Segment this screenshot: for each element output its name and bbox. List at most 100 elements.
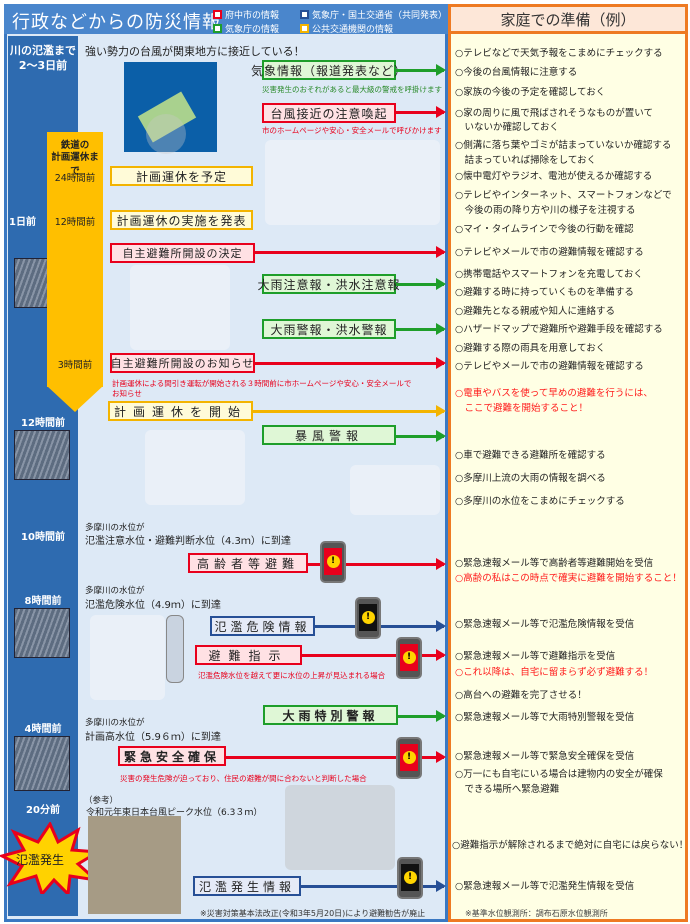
- rain-illustration: [14, 736, 70, 791]
- arrow-yellow: [253, 405, 446, 417]
- rail-time: 24時間前: [54, 173, 96, 184]
- legend-swatch: [213, 10, 222, 19]
- time-label: 8時間前: [24, 596, 62, 607]
- flood-scene-illustration: [88, 816, 181, 914]
- storm-warning-box: 暴風警報: [262, 425, 396, 445]
- prep-item: ○避難する際の雨具を用意しておく: [455, 343, 606, 354]
- caption: お知らせ: [112, 389, 142, 398]
- arrow-red: [226, 751, 446, 763]
- water-level-sign: [166, 615, 184, 683]
- elderly-evacuation-box: 高齢者等避難: [188, 553, 308, 573]
- time-label: 4時間前: [24, 724, 62, 735]
- prep-item: ○家族の今後の予定を確認しておく: [455, 87, 606, 98]
- legend-joint: 気象庁・国土交通省（共同発表）: [300, 8, 447, 21]
- arrow-red: [255, 246, 446, 258]
- prep-item: ○緊急速報メール等で氾濫危険情報を受信: [455, 619, 635, 630]
- advisory-box: 大雨注意報・洪水注意報: [258, 274, 400, 294]
- phone-alert-icon: !: [396, 737, 422, 779]
- water-level-text: 氾濫危険水位（4.9ｍ）に到達: [85, 600, 221, 611]
- page-title: 行政などからの防災情報: [12, 12, 221, 33]
- prep-item: ○テレビやメールで市の避難情報を確認する: [455, 247, 644, 258]
- prep-item: ○テレビやメールで市の避難情報を確認する: [455, 361, 644, 372]
- caption: 災害の発生危険が迫っており、住民の避難が間に合わないと判断した場合: [120, 774, 367, 783]
- evacuation-order-box: 避難指示: [195, 645, 302, 665]
- prep-item-important: ○これ以降は、自宅に留まらず必ず避難する！: [455, 667, 654, 678]
- caption: 災害発生のおそれがあると最大級の警戒を呼掛けます: [262, 85, 442, 94]
- phone-alert-icon: !: [355, 597, 381, 639]
- caption: 計画運休による間引き運転が開始される３時間前に市ホームページや安心・安全メールで: [112, 379, 412, 388]
- storm-house-illustration: [145, 430, 245, 505]
- time-label: 12時間前: [21, 418, 65, 429]
- family-preparing-illustration: [265, 140, 440, 225]
- phone-alert-icon: !: [320, 541, 346, 583]
- flood-burst-icon: [0, 822, 100, 894]
- arrow-green: [396, 430, 446, 442]
- arrow-green: [396, 64, 446, 76]
- legend-jma: 気象庁の情報: [213, 22, 279, 35]
- legend-swatch: [213, 24, 222, 33]
- typhoon-alert-box: 台風接近の注意喚起: [262, 103, 396, 123]
- prep-item: ○テレビなどで天気予報をこまめにチェックする: [455, 48, 663, 59]
- shelter-decision-box: 自主避難所開設の決定: [110, 243, 255, 263]
- shelter-notice-box: 自主避難所開設のお知らせ: [110, 353, 255, 373]
- prep-item: ○避難指示が解除されるまで絶対に自宅には戻らない！: [452, 840, 689, 851]
- arrow-red: [255, 357, 446, 369]
- caption: 市のホームページや安心・安全メールで呼びかけます: [262, 126, 442, 135]
- prep-item-important: ○高齢の私はこの時点で確実に避難を開始すること！: [455, 573, 682, 584]
- legend-swatch: [300, 24, 309, 33]
- prep-item: ○緊急速報メール等で緊急安全確保を受信: [455, 751, 635, 762]
- home-preparation-title: 家庭での準備（例）: [448, 4, 688, 34]
- headline: 強い勢力の台風が関東地方に接近している！: [85, 45, 305, 58]
- rail-suspension-column: [47, 132, 103, 387]
- rail-time: 12時間前: [54, 217, 96, 228]
- prep-item: 詰まっていれば掃除をしておく: [455, 155, 597, 166]
- water-level-prefix: 多摩川の水位が: [85, 718, 145, 728]
- prep-item-important: ○電車やバスを使って早めの避難を行うには、: [455, 388, 653, 399]
- prep-item: ○ハザードマップで避難所や避難手段を確認する: [455, 324, 663, 335]
- prep-item: できる場所へ緊急避難: [455, 784, 560, 795]
- prep-item: ○緊急速報メール等で避難指示を受信: [455, 651, 616, 662]
- arrow-green: [396, 323, 446, 335]
- prep-item: ○側溝に落ち葉やゴミが詰まっていないか確認する: [455, 140, 672, 151]
- prep-item: ○マイ・タイムラインで今後の行動を確認: [455, 224, 634, 235]
- prep-item: ○緊急速報メール等で高齢者等避難開始を受信: [455, 558, 654, 569]
- water-level-text: 氾濫注意水位・避難判断水位（4.3ｍ）に到達: [85, 536, 291, 547]
- flood-danger-info-box: 氾濫危険情報: [210, 616, 315, 636]
- legend-label: 府中市の情報: [225, 11, 280, 21]
- flood-label: 氾濫発生: [16, 853, 65, 867]
- legend-transit: 公共交通機関の情報: [300, 22, 393, 35]
- arrow-green: [396, 278, 446, 290]
- caption: 氾濫危険水位を越えて更に水位の上昇が見込まれる場合: [198, 671, 386, 680]
- timeline-arrowhead: [14, 890, 70, 916]
- family-window-illustration: [350, 465, 440, 515]
- arrow-red: [308, 558, 446, 570]
- phone-alert-icon: !: [397, 857, 423, 899]
- legend-label: 気象庁の情報: [225, 25, 280, 35]
- special-warning-box: 大雨特別警報: [263, 705, 398, 725]
- prep-item: ○万一にも自宅にいる場合は建物内の安全が確保: [455, 769, 663, 780]
- station-footnote: ※基準水位観測所：調布石原水位観測所: [465, 909, 608, 918]
- prep-item: 今後の雨の降り方や川の様子を注視する: [455, 205, 636, 216]
- family-watching-tv-illustration: [130, 265, 230, 350]
- prep-item: ○避難先となる親戚や知人に連絡する: [455, 306, 616, 317]
- arrow-green: [398, 710, 446, 722]
- legend-label: 公共交通機関の情報: [312, 25, 394, 35]
- water-level-prefix: 多摩川の水位が: [85, 523, 145, 533]
- prep-item: ○テレビやインターネット、スマートフォンなどで: [455, 190, 672, 201]
- suspension-announce-box: 計画運休の実施を発表: [110, 210, 253, 230]
- family-evacuating-illustration: [90, 615, 165, 700]
- legend-label: 気象庁・国土交通省（共同発表）: [312, 11, 448, 21]
- prep-item: ○緊急速報メール等で氾濫発生情報を受信: [455, 881, 635, 892]
- home-preparation-panel: [448, 4, 688, 922]
- prep-item: ○高台への避難を完了させる！: [455, 690, 587, 701]
- weather-info-box: 気象情報（報道発表など）: [251, 60, 406, 80]
- prep-item: ○家の周りに風で飛ばされそうなものが置いて: [455, 108, 654, 119]
- arrow-red: [396, 106, 446, 118]
- building-flood-illustration: [285, 785, 395, 870]
- planned-suspension-box: 計画運休を予定: [110, 166, 253, 186]
- phone-alert-icon: !: [396, 637, 422, 679]
- rail-time: 3時間前: [57, 360, 93, 371]
- prep-item: いないか確認しておく: [455, 122, 559, 133]
- prep-item: ○避難する時に持っていくものを準備する: [455, 287, 634, 298]
- footnote: ※災害対策基本法改正(令和3年5月20日)により避難勧告が廃止: [200, 909, 426, 918]
